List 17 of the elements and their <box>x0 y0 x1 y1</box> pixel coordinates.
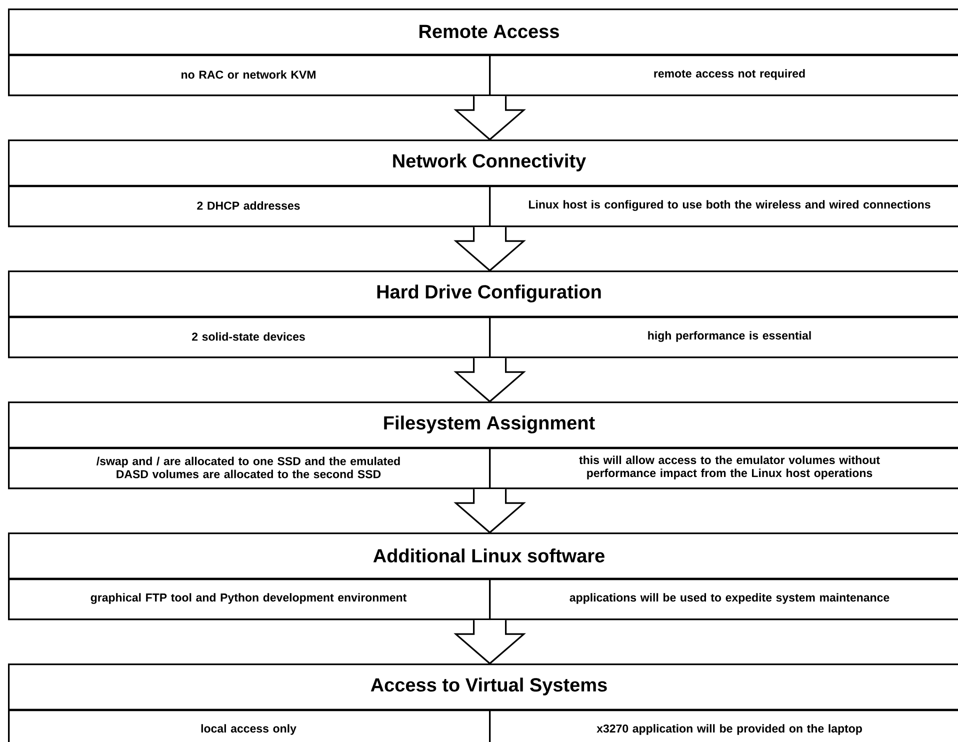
cell: x3270 application will be provided on the laptop <box>489 710 958 742</box>
block-arrow <box>454 488 526 534</box>
cell: Linux host is configured to use both the wireless and wired connections <box>489 186 958 228</box>
cell: 2 DHCP addresses <box>8 186 491 228</box>
cell: remote access not required <box>489 54 958 96</box>
block-arrow <box>454 357 526 403</box>
cell: local access only <box>8 710 491 742</box>
cell: graphical FTP tool and Python development environment <box>8 578 491 620</box>
cell: 2 solid-state devices <box>8 316 491 358</box>
cell: this will allow access to the emulator volumes without performance impact from the Linux host operations <box>489 448 958 490</box>
cell: high performance is essential <box>489 316 958 358</box>
block-arrow <box>454 226 526 272</box>
cell: no RAC or network KVM <box>8 54 491 96</box>
cell: /swap and / are allocated to one SSD and the emulated DASD volumes are allocated to the second SSD <box>8 448 491 490</box>
cell: applications will be used to expedite system maintenance <box>489 578 958 620</box>
block-arrow <box>454 95 526 141</box>
block-arrow <box>454 619 526 665</box>
